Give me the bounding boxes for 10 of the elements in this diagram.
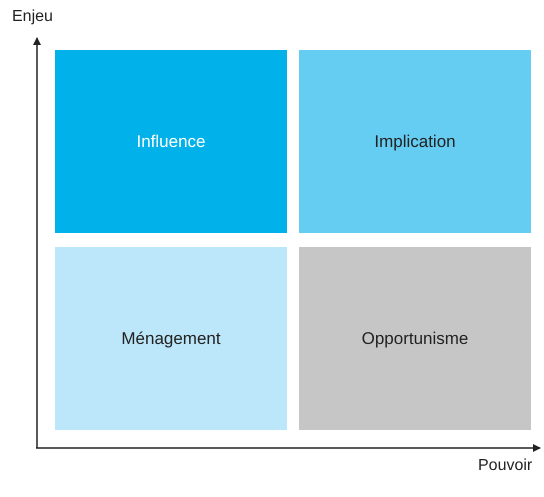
quadrant-label: Opportunisme — [362, 328, 468, 348]
quadrant-box — [55, 247, 287, 430]
axis-label: Enjeu — [12, 8, 53, 26]
quadrant-label: Influence — [136, 132, 206, 152]
quadrant-box — [55, 50, 287, 233]
quadrant-box — [299, 247, 531, 430]
quadrant-label: Implication — [374, 132, 456, 152]
axis-label: Pouvoir — [478, 457, 532, 475]
quadrant-label: Ménagement — [121, 328, 221, 348]
quadrant-box — [299, 50, 531, 233]
